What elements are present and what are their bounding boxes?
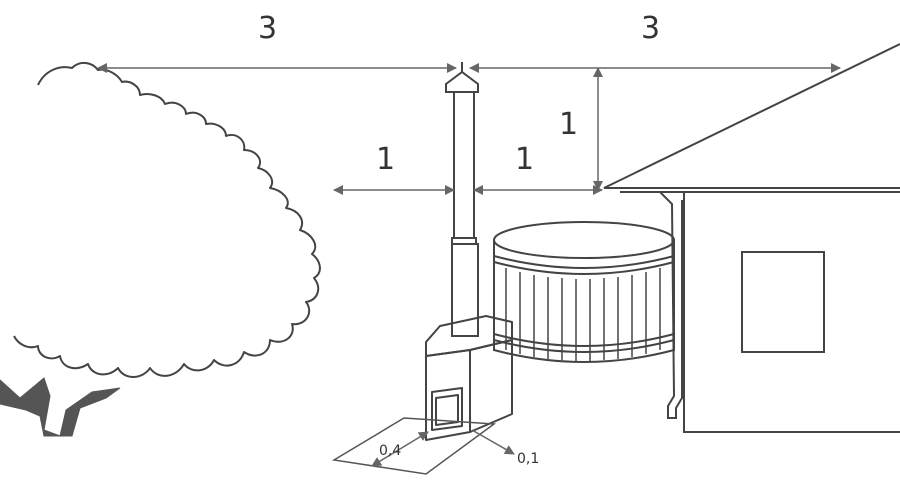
dim-side-clearance xyxy=(471,429,515,455)
chimney xyxy=(445,62,479,337)
stove-side xyxy=(469,339,513,433)
tub-band-bottom xyxy=(493,333,675,347)
tree-crown xyxy=(13,62,321,378)
dim-front-clearance xyxy=(371,431,429,467)
house-window xyxy=(741,251,825,353)
downpipe xyxy=(659,191,683,419)
tree-trunk xyxy=(0,377,121,437)
house-wall xyxy=(683,191,900,433)
house-roof xyxy=(603,43,900,189)
label-front-clearance: 0,4 xyxy=(379,443,402,459)
stove xyxy=(425,315,513,441)
label-chimney-above-eave: 1 xyxy=(559,107,579,142)
house xyxy=(603,43,900,433)
label-chimney-to-house: 1 xyxy=(515,142,535,177)
dimension-lines xyxy=(97,63,841,467)
tub-rim xyxy=(493,221,675,259)
chimney-lower-pipe xyxy=(451,243,479,337)
tub-staves xyxy=(505,268,661,361)
tub-band-top2 xyxy=(493,261,675,275)
stove-door xyxy=(431,387,463,431)
tub-band-top xyxy=(493,255,675,269)
label-chimney-to-roof-edge: 3 xyxy=(641,11,661,46)
tub-band-bottom2 xyxy=(493,339,675,353)
tub-body xyxy=(493,240,675,363)
label-side-clearance: 0,1 xyxy=(517,451,540,467)
tree xyxy=(13,62,321,378)
chimney-upper-pipe xyxy=(453,91,475,239)
hot-tub xyxy=(493,221,675,363)
chimney-cap xyxy=(445,70,479,93)
label-tree-to-chimney: 3 xyxy=(258,11,278,46)
label-chimney-to-wall-left: 1 xyxy=(376,142,396,177)
